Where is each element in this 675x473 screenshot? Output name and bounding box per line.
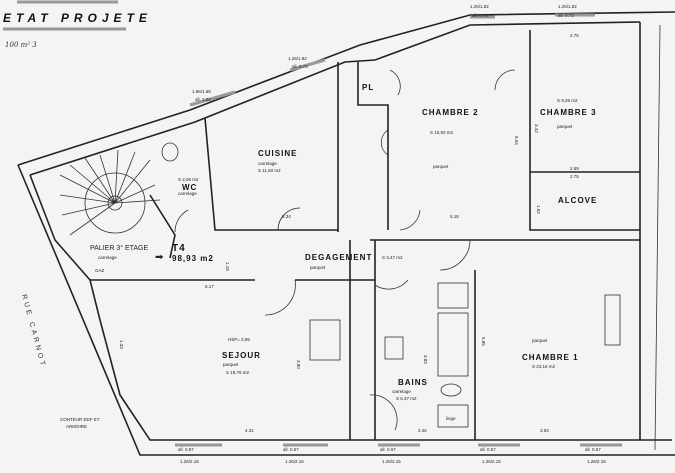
svg-text:2.75: 2.75 [570, 174, 579, 179]
room-floor-chambre1: parquet [532, 338, 548, 343]
svg-text:1.26/2.15: 1.26/2.15 [482, 459, 501, 464]
svg-text:4.31: 4.31 [245, 428, 254, 433]
svg-text:1.18: 1.18 [225, 262, 230, 271]
street-name: RUE CARNOT [20, 294, 47, 369]
room-name-bains: BAINS [398, 378, 428, 387]
svg-text:all. 0.72: all. 0.72 [472, 13, 488, 18]
room-area-chambre1: S 23,16 m2 [532, 364, 556, 369]
room-floor-degagement: parquet [310, 265, 326, 270]
svg-text:1.26/2.15: 1.26/2.15 [382, 459, 401, 464]
room-name-alcove: ALCOVE [558, 196, 597, 205]
spiral-staircase [59, 149, 161, 236]
svg-text:2.75: 2.75 [570, 33, 579, 38]
svg-text:all. 0.67: all. 0.67 [380, 447, 396, 452]
compteur-label: CONTEUR EDF ET [60, 417, 100, 422]
room-floor-bains: carrelage [392, 389, 411, 394]
windows [175, 13, 622, 447]
svg-text:1.26/1.82: 1.26/1.82 [470, 4, 489, 9]
doors [174, 69, 516, 431]
bathroom-fixtures [161, 142, 621, 428]
svg-text:2.46: 2.46 [418, 428, 427, 433]
svg-text:1.33: 1.33 [119, 340, 124, 349]
svg-text:1.66/1.68: 1.66/1.68 [192, 89, 211, 94]
room-name-chambre2: CHAMBRE 2 [422, 108, 479, 117]
outer-walls [17, 11, 675, 456]
svg-text:1.26/2.15: 1.26/2.15 [587, 459, 606, 464]
svg-text:3.83: 3.83 [423, 355, 428, 364]
room-name-degagement: DEGAGEMENT [305, 253, 372, 262]
svg-text:3.93: 3.93 [540, 428, 549, 433]
svg-text:1.26/2.15: 1.26/2.15 [180, 459, 199, 464]
room-area-degagement: S 3,47 m2 [382, 255, 403, 260]
room-area-sejour: S 19,76 m2 [226, 370, 250, 375]
room-height-sejour: HSP= 2,85 [228, 337, 250, 342]
room-floor-chambre3: parquet [557, 124, 573, 129]
svg-text:1.52: 1.52 [536, 205, 541, 214]
room-floor-cuisine: carrelage [258, 161, 277, 166]
armoire-label: ARMOIRE [66, 424, 87, 429]
room-area-cuisine: S 11,50 m2 [258, 168, 281, 173]
interior-walls [90, 30, 640, 440]
room-area-wc: S 2,06 m2 [178, 177, 199, 182]
svg-text:all. 0.67: all. 0.67 [178, 447, 194, 452]
room-floor-sejour: parquet [223, 362, 239, 367]
svg-text:all. 0.67: all. 0.67 [283, 447, 299, 452]
plan-title: ETAT PROJETE [3, 11, 152, 25]
svg-text:all. 0.67: all. 0.67 [480, 447, 496, 452]
svg-text:3.80: 3.80 [296, 360, 301, 369]
svg-text:5.18: 5.18 [450, 214, 459, 219]
dimension-labels: 3.34 5.18 2.75 2.69 2.75 1.52 6.17 4.31 … [119, 33, 579, 433]
unit-type: T4 [172, 243, 186, 254]
unit-area: 98,93 m2 [172, 254, 214, 263]
room-name-chambre3: CHAMBRE 3 [540, 108, 597, 117]
svg-text:1.26/1.82: 1.26/1.82 [558, 4, 577, 9]
room-area-chambre2: S 15,93 m2 [430, 130, 454, 135]
room-name-sejour: SEJOUR [222, 351, 261, 360]
room-floor-palier: carrelage [98, 255, 117, 260]
svg-text:6.17: 6.17 [205, 284, 214, 289]
svg-text:3.42: 3.42 [534, 124, 539, 133]
svg-text:5.04: 5.04 [514, 136, 519, 145]
linge-label: linge [446, 416, 456, 421]
window-labels: all. 0.67 1.26/2.15 all. 0.67 1.26/2.15 … [178, 4, 606, 464]
arrow-icon: ➡ [155, 252, 164, 263]
svg-text:all. 0.72: all. 0.72 [292, 64, 308, 69]
room-area-bains: S 6,37 m2 [396, 396, 417, 401]
svg-text:all. 0.72: all. 0.72 [558, 13, 574, 18]
room-name-cuisine: CUISINE [258, 149, 297, 158]
svg-text:3.34: 3.34 [282, 214, 291, 219]
svg-text:2.69: 2.69 [570, 166, 579, 171]
room-name-pl: PL [362, 83, 374, 92]
svg-text:1.26/2.15: 1.26/2.15 [285, 459, 304, 464]
room-name-chambre1: CHAMBRE 1 [522, 353, 579, 362]
svg-text:5.85: 5.85 [481, 337, 486, 346]
svg-text:all. 0.67: all. 0.67 [585, 447, 601, 452]
room-floor-chambre2: parquet [433, 164, 449, 169]
svg-text:all. 1.02: all. 1.02 [195, 97, 211, 102]
handwritten-note: 100 m² 3 [5, 41, 37, 49]
room-name-palier: PALIER 3° ETAGE [90, 244, 149, 252]
room-area-chambre3: S 9,26 m2 [557, 98, 578, 103]
room-floor-wc: carrelage [178, 191, 197, 196]
svg-text:1.26/1.82: 1.26/1.82 [288, 56, 307, 61]
room-name-wc: WC [182, 183, 197, 192]
gaz-label: GAZ [95, 268, 105, 273]
